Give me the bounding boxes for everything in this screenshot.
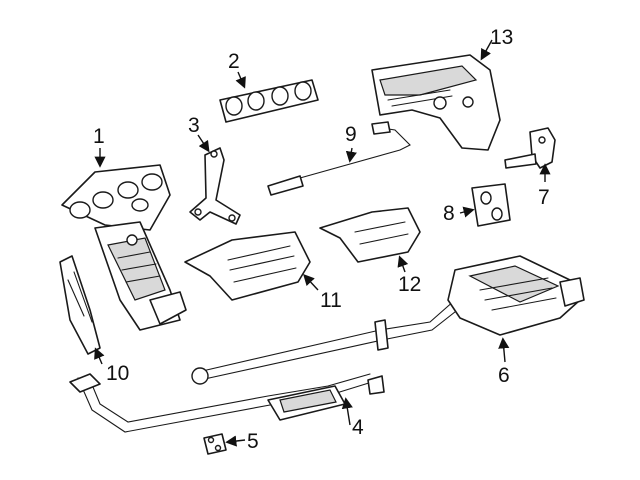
callout-10: 10 <box>106 362 129 385</box>
callout-2: 2 <box>228 50 240 73</box>
callout-11: 11 <box>320 289 342 312</box>
upper-heat-shield-part[interactable] <box>371 54 501 151</box>
callout-5: 5 <box>247 430 259 453</box>
callout-3: 3 <box>188 114 200 137</box>
lower-heat-shield-part[interactable] <box>184 231 311 301</box>
muffler-part[interactable] <box>191 255 585 385</box>
callout-8: 8 <box>443 202 455 225</box>
mid-heat-shield-part[interactable] <box>319 207 421 263</box>
callout-4: 4 <box>352 416 364 439</box>
front-pipe-part[interactable] <box>69 373 385 433</box>
callout-7: 7 <box>538 186 550 209</box>
callout-12: 12 <box>398 273 421 296</box>
exhaust-manifold-part[interactable] <box>61 164 187 331</box>
manifold-gasket-part[interactable] <box>219 79 319 123</box>
rubber-hanger-part[interactable] <box>471 183 511 227</box>
support-bracket-part[interactable] <box>189 147 241 225</box>
callout-9: 9 <box>345 123 357 146</box>
flange-gasket-part[interactable] <box>203 433 227 455</box>
oxygen-sensor-part[interactable] <box>267 121 411 196</box>
callout-6: 6 <box>498 364 510 387</box>
callout-1: 1 <box>93 125 105 148</box>
leader-lines <box>94 39 551 447</box>
manifold-heat-shield-part[interactable] <box>59 255 101 355</box>
callout-13: 13 <box>490 26 513 49</box>
callout-labels: 1 2 3 4 5 6 7 8 9 10 11 12 13 <box>93 26 550 453</box>
hanger-bracket-part[interactable] <box>504 127 556 169</box>
